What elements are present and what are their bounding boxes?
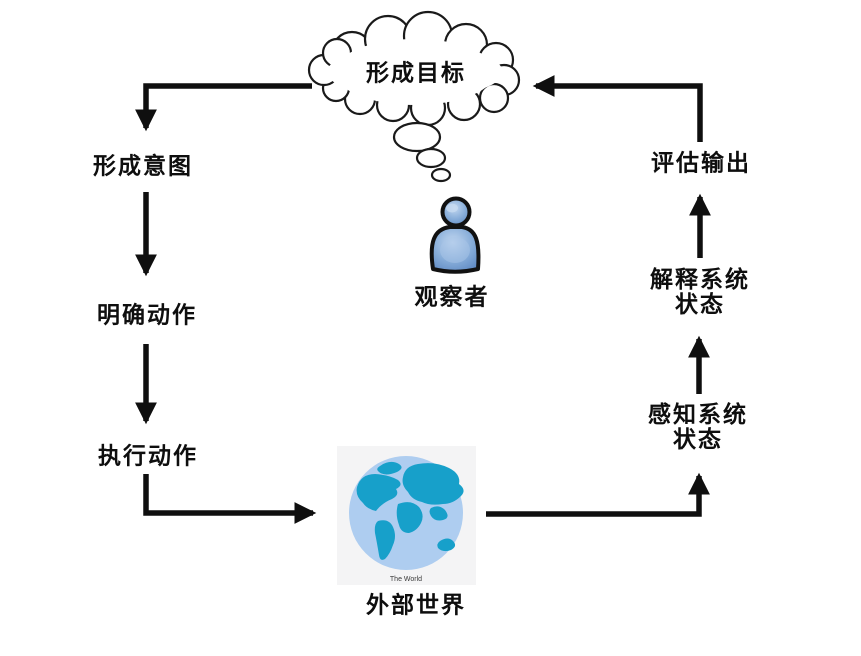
world-image-caption: The World <box>390 576 422 583</box>
interpret-state-line2: 状态 <box>675 292 725 317</box>
observer-person-icon <box>429 196 481 274</box>
perceive-state-line1: 感知系统 <box>648 402 748 427</box>
thought-bubble-small <box>430 167 452 183</box>
arrows <box>135 75 711 524</box>
arrow-evaluate-to-goal <box>532 75 703 142</box>
execute-action-label: 执行动作 <box>98 443 198 469</box>
arrow-world-to-perceive <box>486 472 710 517</box>
specify-action-label: 明确动作 <box>97 302 197 328</box>
world-image: The World <box>337 446 476 585</box>
thought-bubble-medium <box>415 147 447 169</box>
arrow-goal-to-intention <box>135 83 312 132</box>
globe-continents <box>356 461 464 560</box>
perceive-state-label: 感知系统 状态 <box>648 402 748 452</box>
thought-bubble-large <box>392 121 442 153</box>
goal-label: 形成目标 <box>366 60 466 86</box>
form-intention-label: 形成意图 <box>93 153 193 179</box>
observer-label: 观察者 <box>414 284 490 310</box>
external-world-label: 外部世界 <box>366 592 466 618</box>
thought-cloud-icon <box>307 10 521 183</box>
evaluate-output-label: 评估输出 <box>651 150 751 176</box>
perceive-state-line2: 状态 <box>673 427 723 452</box>
arrow-execute-to-world <box>143 474 317 524</box>
interpret-state-line1: 解释系统 <box>650 267 750 292</box>
interpret-state-label: 解释系统 状态 <box>650 267 750 317</box>
